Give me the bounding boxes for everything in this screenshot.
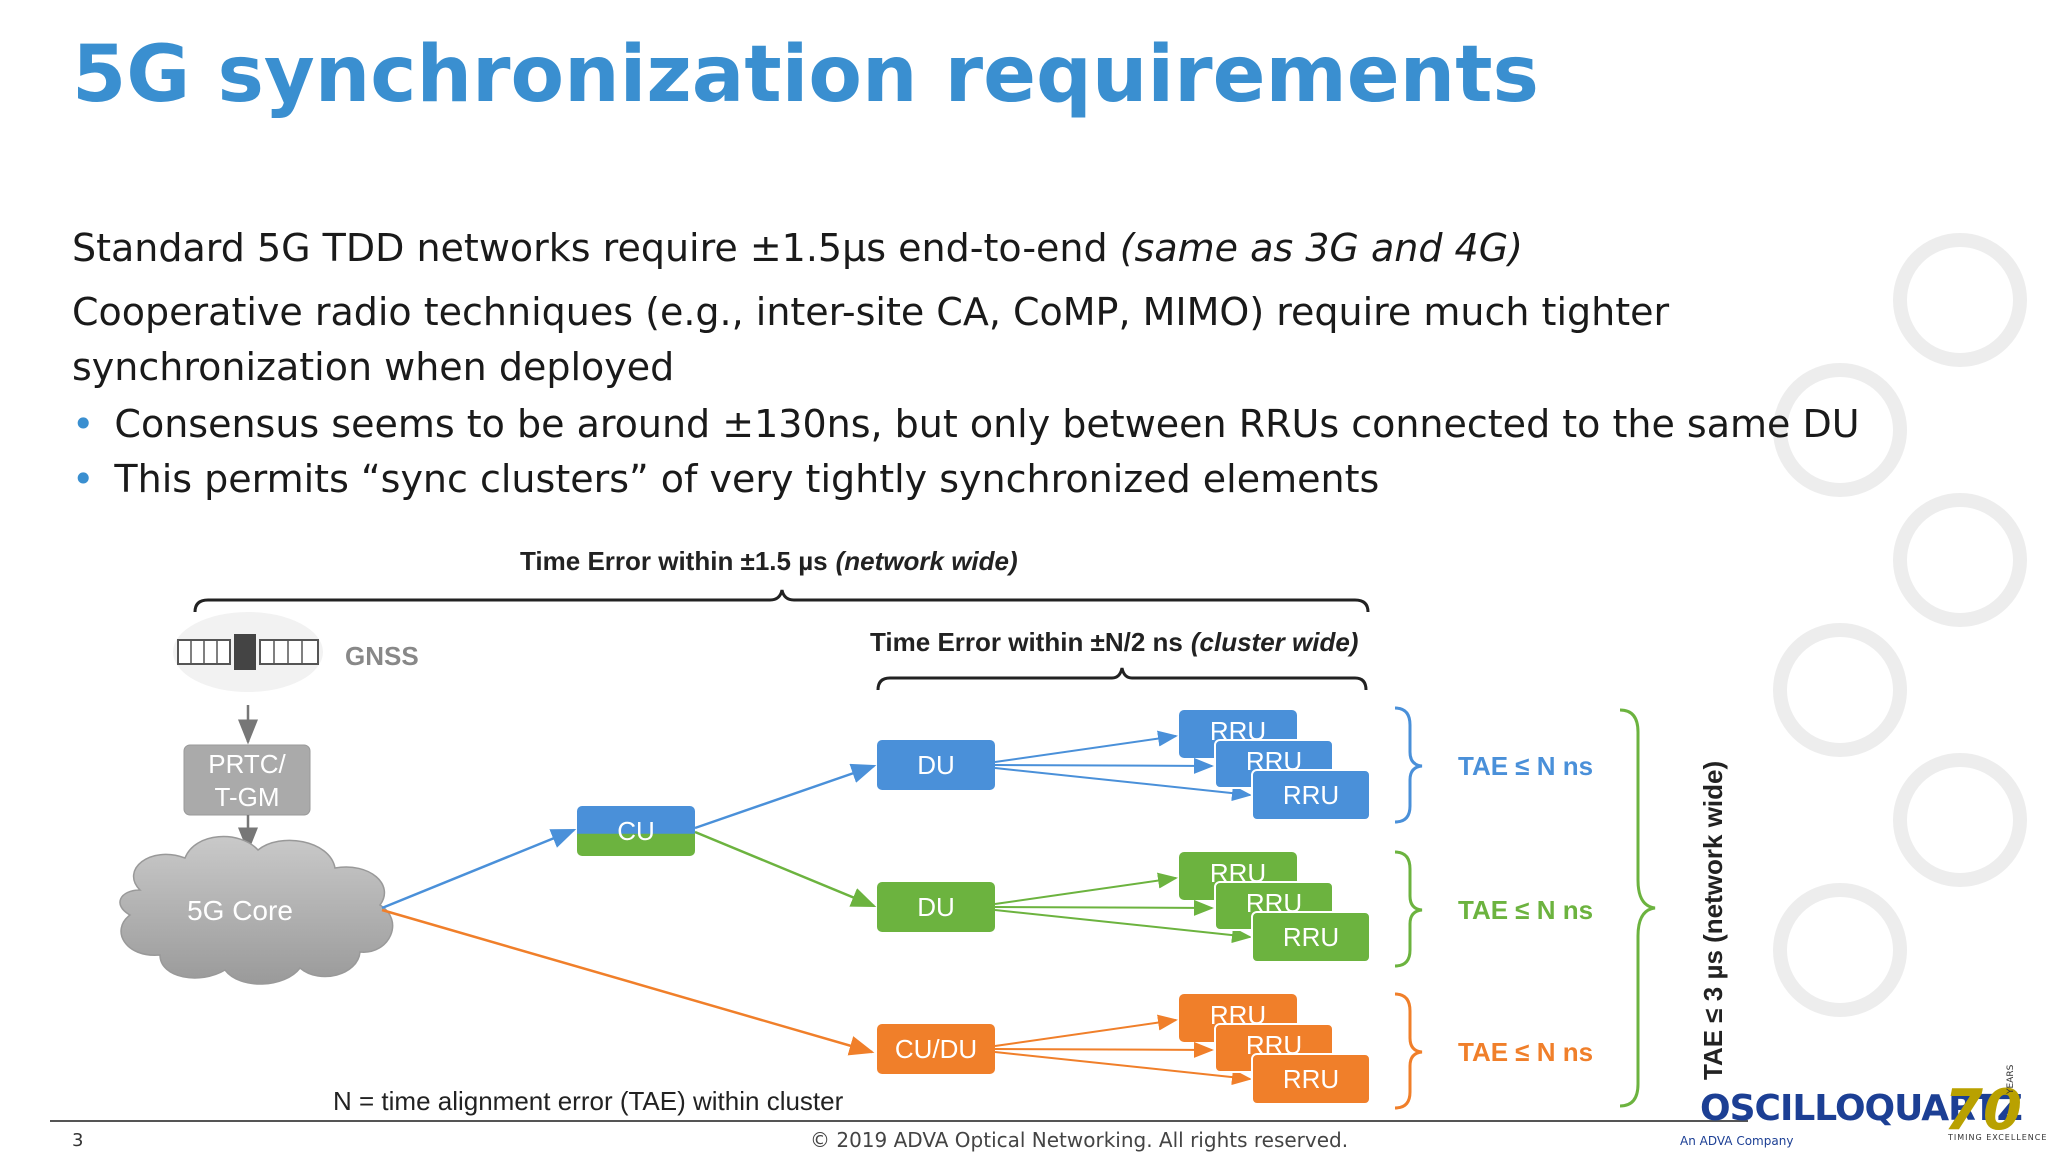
du-rru-link	[994, 1051, 1252, 1086]
rru-box	[1251, 911, 1371, 963]
top-brace-label: Time Error within ±1.5 µs(network wide)	[520, 546, 1018, 576]
cudu-label: CU/DU	[895, 1034, 977, 1064]
du-box-blue	[877, 740, 995, 790]
network-brace	[1619, 708, 1656, 1108]
body-line-1: Standard 5G TDD networks require ±1.5µs …	[72, 226, 1523, 272]
bullet-item: • This permits “sync clusters” of very ti…	[72, 457, 1379, 503]
company-logo: OSCILLOQUARTZ	[1700, 1088, 2023, 1129]
company-logo-subtitle: An ADVA Company	[1680, 1134, 1794, 1148]
cudu-box	[877, 1024, 995, 1074]
diagram-footnote: N = time alignment error (TAE) within cl…	[333, 1086, 844, 1116]
copyright-text: © 2019 ADVA Optical Networking. All righ…	[810, 1128, 1349, 1152]
rru-box	[1251, 769, 1371, 821]
cluster-brace-green	[1394, 850, 1423, 968]
du-rru-link	[994, 899, 1214, 916]
cu-du-green-link	[694, 830, 877, 908]
du-rru-link	[994, 909, 1252, 944]
bullet-text: This permits “sync clusters” of very tig…	[114, 457, 1380, 501]
footer-divider	[50, 1120, 1748, 1122]
bullet-item: • Consensus seems to be around ±130ns, bu…	[72, 402, 1860, 448]
anniversary-tagline: TIMING EXCELLENCE	[1948, 1133, 2048, 1142]
cluster-brace-label: Time Error within ±N/2 ns(cluster wide)	[870, 627, 1358, 657]
5g-core-cloud	[119, 835, 394, 985]
du-rru-link	[994, 757, 1214, 774]
gnss-label: GNSS	[345, 641, 419, 671]
cu-box	[577, 806, 695, 856]
prtc-label-line2: T-GM	[215, 782, 280, 812]
top-brace	[193, 589, 1370, 613]
bullet-text: Consensus seems to be around ±130ns, but…	[114, 402, 1860, 446]
du-label: DU	[917, 750, 955, 780]
cluster-brace-orange	[1394, 992, 1423, 1110]
body-line-2: Cooperative radio techniques (e.g., inte…	[72, 290, 1670, 334]
network-tae-label: TAE ≤ 3 µs (network wide)	[1698, 761, 1728, 1080]
cu-label: CU	[617, 816, 655, 846]
body-line-1-main: Standard 5G TDD networks require ±1.5µs …	[72, 226, 1120, 270]
rru-label: RRU	[1283, 780, 1339, 810]
cluster-brace	[876, 667, 1368, 691]
page-title: 5G synchronization requirements	[72, 30, 1539, 120]
rru-label: RRU	[1283, 1064, 1339, 1094]
du-rru-link	[994, 1014, 1178, 1047]
cu-du-blue-link	[694, 763, 877, 830]
anniversary-logo: 70	[1944, 1078, 2022, 1143]
du-box-green	[877, 882, 995, 932]
core-cudu-link	[381, 908, 875, 1056]
tae-label-blue: TAE ≤ N ns	[1458, 751, 1593, 781]
prtc-label-line1: PRTC/	[208, 749, 286, 779]
bullet-glyph: •	[72, 457, 95, 501]
body-line-3: synchronization when deployed	[72, 345, 675, 389]
page-number: 3	[72, 1130, 84, 1151]
du-label: DU	[917, 892, 955, 922]
rru-box	[1251, 1053, 1371, 1105]
core-cu-link	[381, 828, 577, 910]
tae-label-green: TAE ≤ N ns	[1458, 895, 1593, 925]
rru-label: RRU	[1283, 922, 1339, 952]
core-label: 5G Core	[187, 895, 293, 926]
du-rru-link	[994, 767, 1252, 802]
body-line-1-italic: (same as 3G and 4G)	[1119, 226, 1523, 270]
du-rru-link	[994, 730, 1178, 763]
du-rru-link	[994, 872, 1178, 905]
cluster-brace-blue	[1394, 706, 1423, 824]
bullet-glyph: •	[72, 402, 95, 446]
du-rru-link	[994, 1041, 1214, 1058]
satellite-icon	[173, 612, 323, 692]
anniversary-years: YEARS	[2006, 1064, 2016, 1094]
tae-label-orange: TAE ≤ N ns	[1458, 1037, 1593, 1067]
